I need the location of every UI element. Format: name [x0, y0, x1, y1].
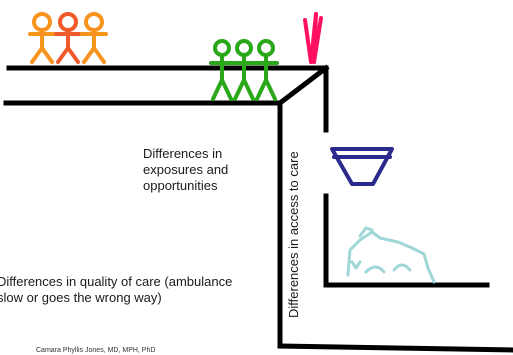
- cliff-diagonal-edge: [276, 64, 330, 107]
- cliff-structure: [3, 64, 513, 353]
- stick-figure-icon: [253, 39, 279, 101]
- stick-figure-icon: [209, 39, 235, 101]
- ground-line: [277, 343, 513, 353]
- stick-figure-icon: [28, 12, 56, 64]
- access-to-care-label: Differences in access to care: [286, 151, 301, 318]
- quality-of-care-label: Differences in quality of care (ambulanc…: [0, 274, 233, 305]
- stick-figure-icon: [231, 39, 257, 101]
- people-group-edge: [209, 39, 279, 101]
- fence-icon: [303, 12, 323, 64]
- citation-text: Camara Phyllis Jones, MD, MPH, PhD: [36, 347, 156, 354]
- ambulance-icon: [346, 226, 436, 284]
- exposures-label: Differences in exposures and opportuniti…: [143, 146, 229, 193]
- stick-figure-icon: [54, 12, 82, 64]
- stick-figure-icon: [80, 12, 108, 64]
- people-group-top: [28, 12, 108, 64]
- net-icon: [330, 147, 394, 186]
